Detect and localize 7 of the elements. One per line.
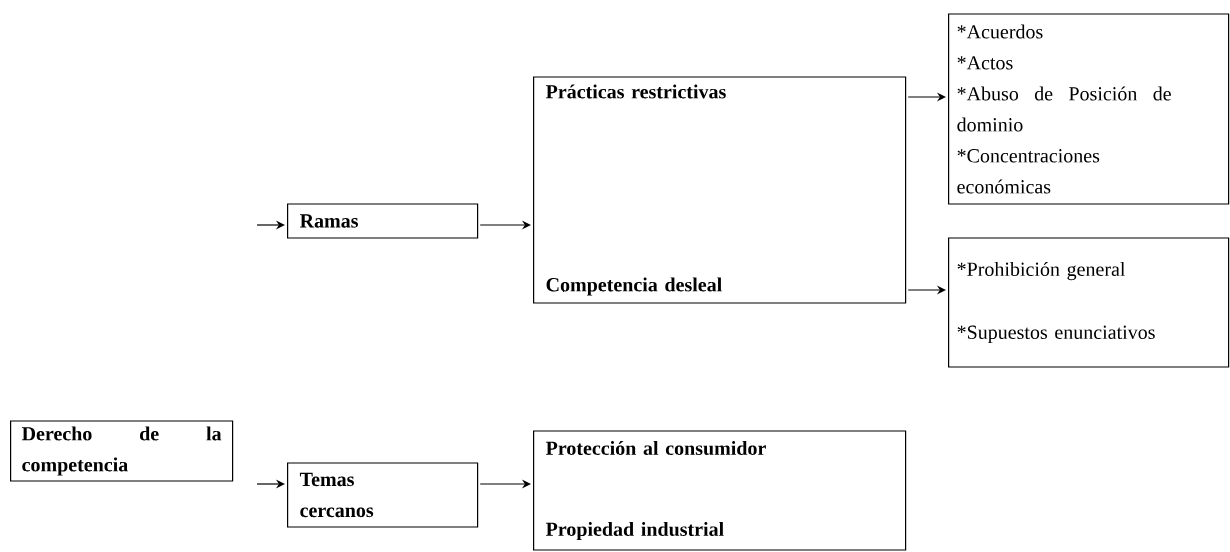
category-box: Prácticas restrictivas Competencia desleal bbox=[533, 76, 907, 304]
topic-box: Derecho de la competencia bbox=[10, 420, 234, 482]
category-box: Protección al consumidor Propiedad industrial bbox=[533, 430, 907, 551]
list-box: *Acuerdos *Actos *Abuso de Posición de dominio *Concentraciones económicas bbox=[948, 13, 1230, 205]
category-box: Ramas bbox=[287, 203, 479, 239]
category-box: Temas cercanos bbox=[287, 462, 479, 528]
list-box: *Prohibición general *Supuestos enunciativos bbox=[948, 237, 1230, 368]
